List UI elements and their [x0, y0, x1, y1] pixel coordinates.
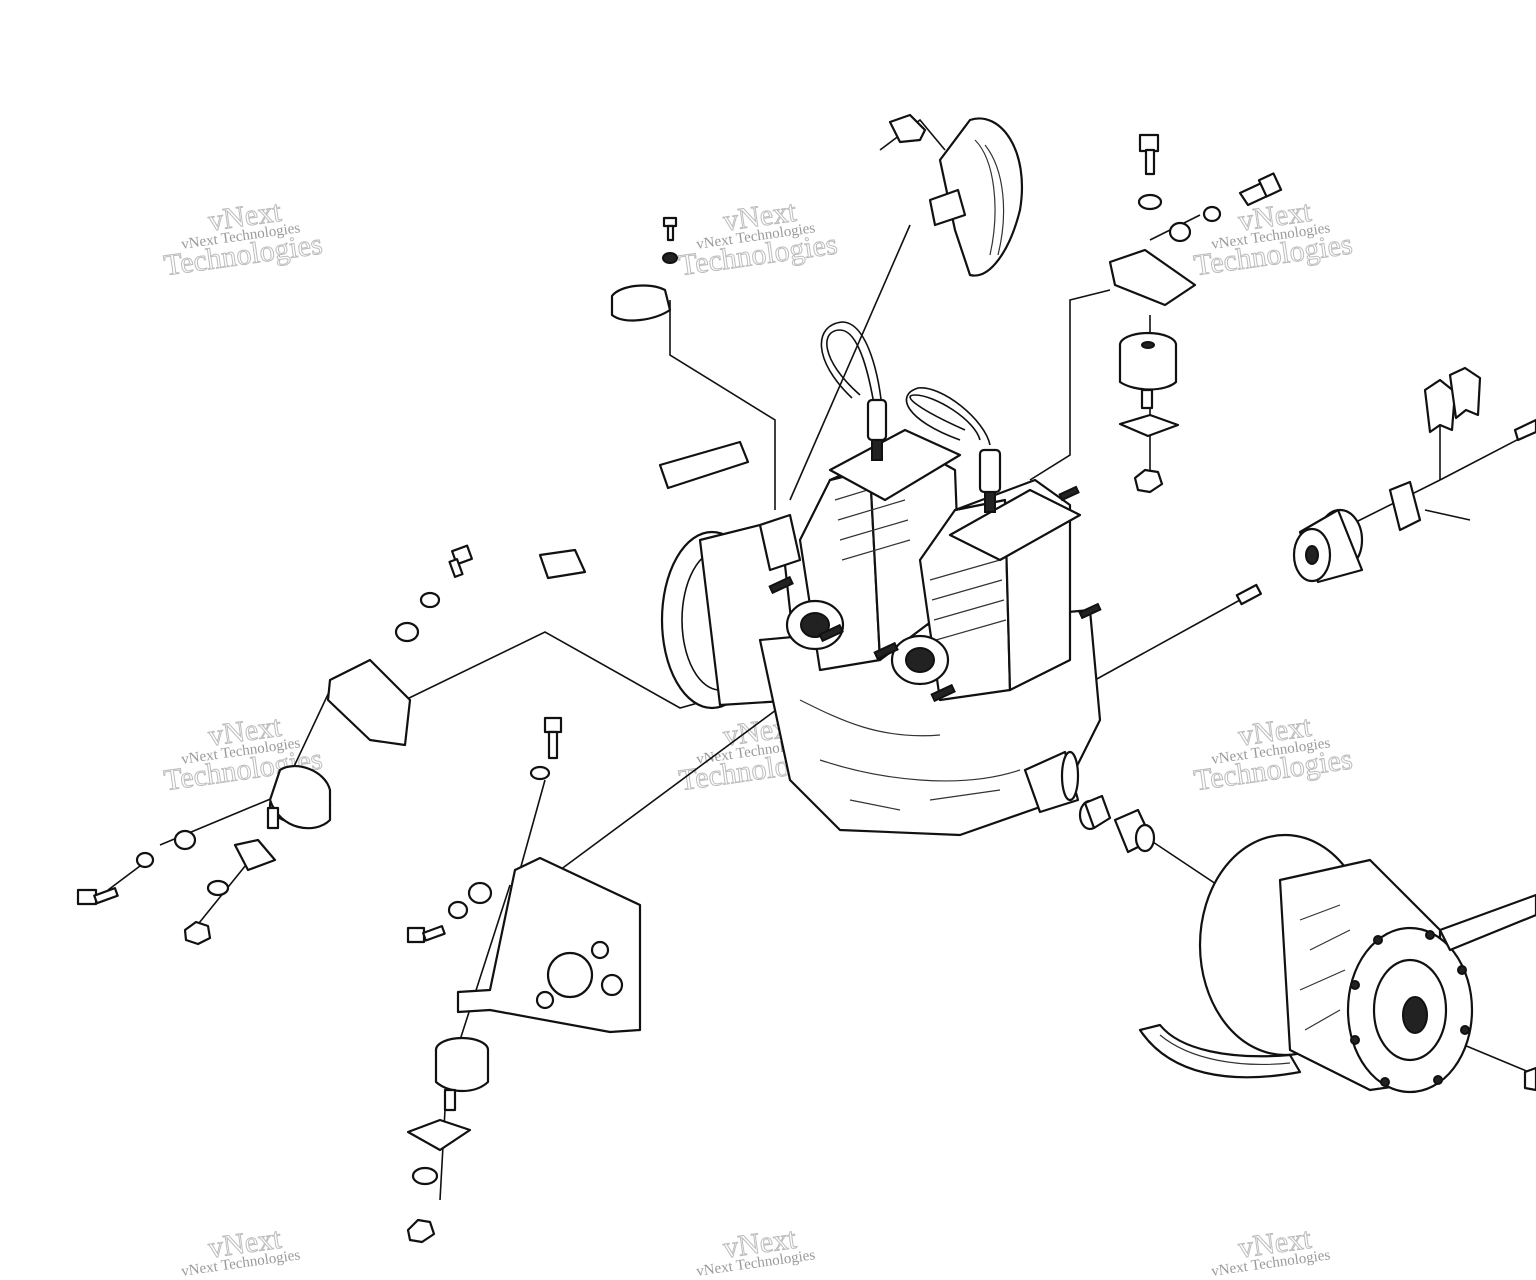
right-stud	[1513, 418, 1536, 442]
rubber-mount-top	[1118, 331, 1180, 438]
drive-belt	[1138, 893, 1536, 1079]
mount-bracket-top	[1108, 248, 1197, 307]
idler-arm	[1388, 480, 1422, 532]
nut-top	[1133, 468, 1164, 494]
recoil-starter	[928, 117, 1023, 277]
cover-plate-stack	[610, 216, 678, 322]
drive-clutch	[1198, 833, 1474, 1094]
engine-assembly	[660, 321, 1102, 837]
tab-bracket-pair	[1423, 366, 1482, 434]
left-mount-stack	[76, 544, 474, 946]
top-bolt-stack	[1137, 133, 1163, 211]
clip-part	[888, 113, 927, 144]
decal-2	[538, 548, 587, 580]
clutch-bolt	[1523, 1066, 1536, 1092]
decal-3	[658, 440, 750, 490]
spacer-stack	[1078, 794, 1156, 854]
idler-roller	[1235, 508, 1364, 606]
center-mount-stack	[406, 716, 642, 1244]
right-bolt-stack	[1168, 172, 1283, 243]
assembly-lines	[107, 118, 1536, 1201]
